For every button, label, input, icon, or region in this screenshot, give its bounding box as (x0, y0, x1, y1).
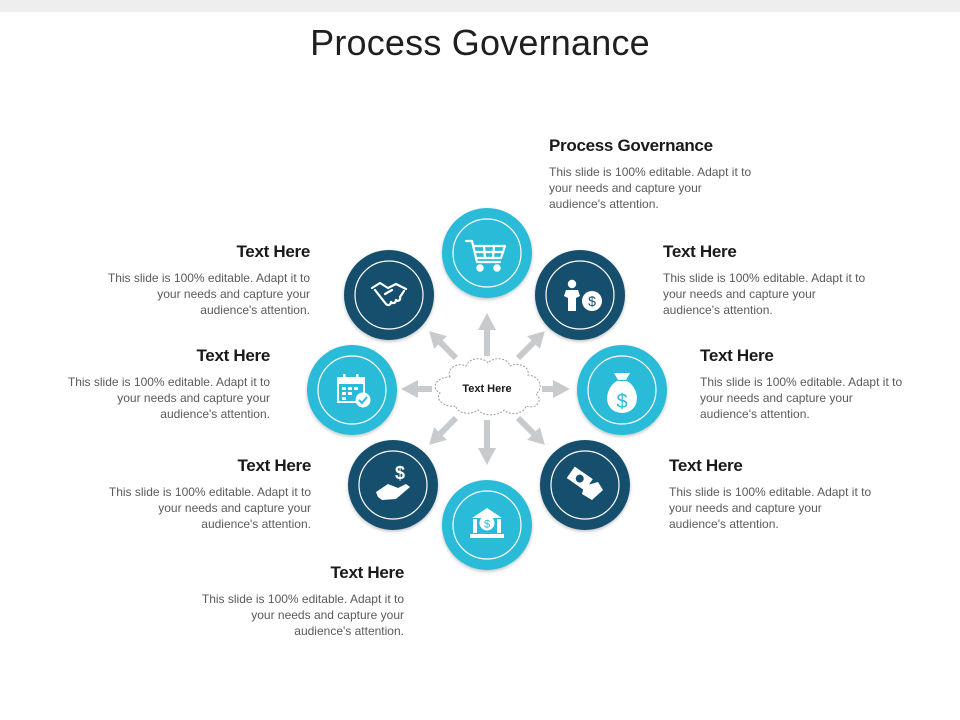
svg-text:$: $ (484, 519, 490, 531)
calendar-check-icon (337, 374, 371, 408)
text-block-right-2: Text Here This slide is 100% editable. A… (700, 346, 925, 422)
money-bag-icon: $ (607, 373, 637, 413)
text-block-body: This slide is 100% editable. Adapt it to… (67, 375, 270, 421)
arrow-up (478, 313, 496, 356)
arrow-down (478, 420, 496, 465)
text-block-heading: Text Here (669, 456, 743, 475)
center-cloud (434, 358, 541, 416)
text-block-heading: Text Here (196, 346, 270, 365)
text-block-heading: Text Here (700, 346, 774, 365)
node-top[interactable] (442, 208, 532, 298)
handshake-icon (370, 281, 408, 307)
svg-text:$: $ (588, 293, 596, 309)
text-block-bottom: Text Here This slide is 100% editable. A… (179, 563, 404, 639)
text-block-heading: Text Here (330, 563, 404, 582)
node-right[interactable]: $ (577, 345, 667, 435)
node-upper-right[interactable]: $ (535, 250, 625, 340)
text-block-heading: Text Here (237, 456, 311, 475)
text-block-body: This slide is 100% editable. Adapt it to… (700, 375, 903, 421)
hand-dollar-icon: $ (376, 463, 410, 500)
text-block-heading: Text Here (663, 242, 737, 261)
arrow-right (542, 380, 570, 398)
text-block-right-3: Text Here This slide is 100% editable. A… (669, 456, 894, 532)
top-bar (0, 0, 960, 12)
cash-hand-icon (566, 466, 603, 500)
text-block-left-2: Text Here This slide is 100% editable. A… (45, 346, 270, 422)
node-left[interactable] (307, 345, 397, 435)
text-block-left-3: Text Here This slide is 100% editable. A… (86, 456, 311, 532)
text-block-left-1: Text Here This slide is 100% editable. A… (85, 242, 310, 318)
text-block-right-1: Text Here This slide is 100% editable. A… (663, 242, 888, 318)
node-upper-left[interactable] (344, 250, 434, 340)
radial-arrows (401, 313, 570, 465)
text-block-heading: Process Governance (549, 136, 713, 155)
node-bottom[interactable]: $ (442, 480, 532, 570)
arrow-left (401, 380, 432, 398)
text-block-body: This slide is 100% editable. Adapt it to… (107, 271, 310, 317)
text-block-body: This slide is 100% editable. Adapt it to… (549, 165, 752, 211)
text-block-heading: Text Here (236, 242, 310, 261)
text-block-top: Process Governance This slide is 100% ed… (549, 136, 774, 212)
text-block-body: This slide is 100% editable. Adapt it to… (108, 485, 311, 531)
arrow-up-right (515, 331, 545, 361)
center-label: Text Here (462, 383, 511, 395)
svg-text:$: $ (395, 463, 405, 483)
bank-icon: $ (470, 508, 504, 538)
arrow-down-right (515, 415, 545, 445)
arrow-down-left (429, 415, 459, 445)
node-lower-left[interactable]: $ (348, 440, 438, 530)
businessman-dollar-icon: $ (564, 279, 602, 311)
text-block-body: This slide is 100% editable. Adapt it to… (201, 592, 404, 638)
text-block-body: This slide is 100% editable. Adapt it to… (663, 271, 866, 317)
arrow-up-left (429, 331, 459, 361)
page-title: Process Governance (310, 22, 650, 63)
svg-text:$: $ (616, 391, 627, 413)
node-lower-right[interactable] (540, 440, 630, 530)
text-block-body: This slide is 100% editable. Adapt it to… (669, 485, 872, 531)
cart-icon (464, 239, 507, 272)
